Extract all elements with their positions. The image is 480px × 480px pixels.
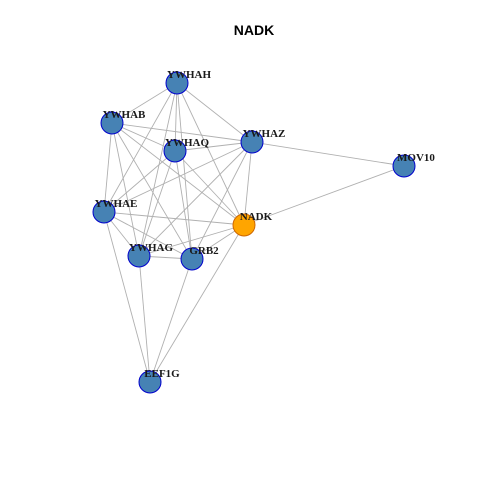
node-label-ywhab: YWHAB bbox=[103, 109, 146, 121]
node-mov10: MOV10 bbox=[392, 152, 435, 178]
node-label-ywhaq: YWHAQ bbox=[165, 137, 209, 149]
edge-nadk-ywhag bbox=[138, 224, 245, 257]
node-ywhab: YWHAB bbox=[100, 109, 146, 135]
edge-grb2-eef1g bbox=[149, 258, 193, 383]
node-label-mov10: MOV10 bbox=[397, 152, 435, 164]
edge-ywhah-nadk bbox=[176, 82, 245, 226]
edge-ywhaz-ywhag bbox=[138, 141, 253, 257]
edge-ywhab-ywhaz bbox=[111, 122, 253, 143]
node-circle-nadk bbox=[232, 213, 256, 237]
node-label-grb2: GRB2 bbox=[189, 245, 219, 257]
edge-ywhaq-ywhag bbox=[138, 150, 176, 257]
node-circle-ywhaz bbox=[240, 130, 264, 154]
node-label-ywhaz: YWHAZ bbox=[243, 128, 286, 140]
node-circle-mov10 bbox=[392, 154, 416, 178]
edge-ywhab-nadk bbox=[111, 122, 245, 226]
node-label-ywhag: YWHAG bbox=[129, 242, 173, 254]
edge-ywhae-eef1g bbox=[103, 211, 151, 383]
edge-mov10-nadk bbox=[243, 165, 405, 226]
edge-ywhaz-ywhae bbox=[103, 141, 253, 213]
node-label-eef1g: EEF1G bbox=[144, 368, 180, 380]
edge-ywhaz-nadk bbox=[243, 141, 253, 226]
node-circle-grb2 bbox=[180, 247, 204, 271]
node-nadk: NADK bbox=[232, 211, 273, 237]
node-ywhaq: YWHAQ bbox=[163, 137, 209, 163]
edge-ywhaz-mov10 bbox=[251, 141, 405, 167]
edge-ywhae-grb2 bbox=[103, 211, 193, 260]
edges-layer bbox=[103, 82, 405, 383]
node-label-nadk: NADK bbox=[240, 211, 273, 223]
node-label-ywhae: YWHAE bbox=[95, 198, 138, 210]
node-ywhag: YWHAG bbox=[127, 242, 173, 268]
node-label-ywhah: YWHAH bbox=[167, 69, 211, 81]
node-circle-ywhag bbox=[127, 244, 151, 268]
edge-ywhaq-ywhae bbox=[103, 150, 176, 213]
edge-ywhab-grb2 bbox=[111, 122, 193, 260]
edge-ywhab-ywhag bbox=[111, 122, 140, 257]
edge-ywhah-ywhag bbox=[138, 82, 178, 257]
node-ywhaz: YWHAZ bbox=[240, 128, 286, 154]
node-circle-ywhae bbox=[92, 200, 116, 224]
diagram-title: NADK bbox=[234, 22, 274, 38]
node-ywhae: YWHAE bbox=[92, 198, 138, 224]
edge-ywhaq-nadk bbox=[174, 150, 245, 226]
node-eef1g: EEF1G bbox=[138, 368, 180, 394]
edge-ywhah-ywhaz bbox=[176, 82, 253, 143]
node-circle-ywhaq bbox=[163, 139, 187, 163]
node-grb2: GRB2 bbox=[180, 245, 219, 271]
edge-ywhah-ywhae bbox=[103, 82, 178, 213]
edge-ywhah-grb2 bbox=[176, 82, 193, 260]
edge-ywhah-ywhab bbox=[111, 82, 178, 124]
edge-ywhaq-ywhaz bbox=[174, 141, 253, 152]
edge-ywhaz-grb2 bbox=[191, 141, 253, 260]
edge-ywhab-ywhae bbox=[103, 122, 113, 213]
node-circle-eef1g bbox=[138, 370, 162, 394]
node-ywhah: YWHAH bbox=[165, 69, 211, 95]
edge-ywhae-nadk bbox=[103, 211, 245, 226]
edge-nadk-eef1g bbox=[149, 224, 245, 383]
node-circle-ywhab bbox=[100, 111, 124, 135]
edge-ywhag-eef1g bbox=[138, 255, 151, 383]
node-circle-ywhah bbox=[165, 71, 189, 95]
